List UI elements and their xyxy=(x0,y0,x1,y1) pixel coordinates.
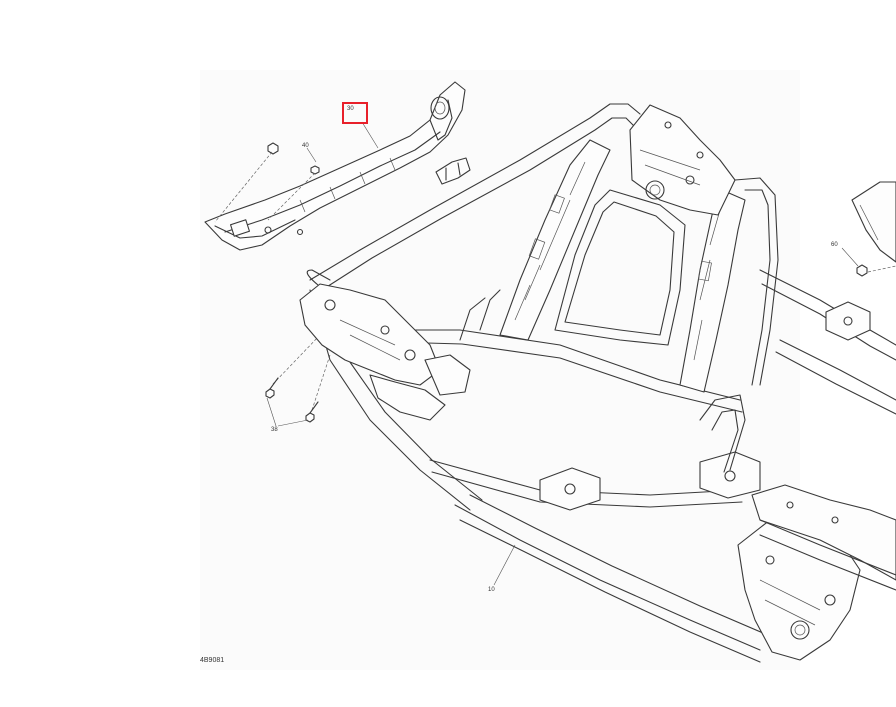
callout-label: 10 xyxy=(488,587,495,593)
main-frame xyxy=(299,103,896,663)
callout-label: 40 xyxy=(302,143,309,149)
drawing-code: 4B9081 xyxy=(200,657,225,664)
callout-label: 30 xyxy=(347,106,354,112)
upper-bracket-part xyxy=(204,81,466,251)
bolt-parts xyxy=(265,377,319,423)
callout-label: 38 xyxy=(271,427,278,433)
nut-parts xyxy=(267,142,868,277)
small-clip-part xyxy=(435,157,471,185)
highlight-box[interactable] xyxy=(342,102,368,124)
callout-label: 60 xyxy=(831,242,838,248)
